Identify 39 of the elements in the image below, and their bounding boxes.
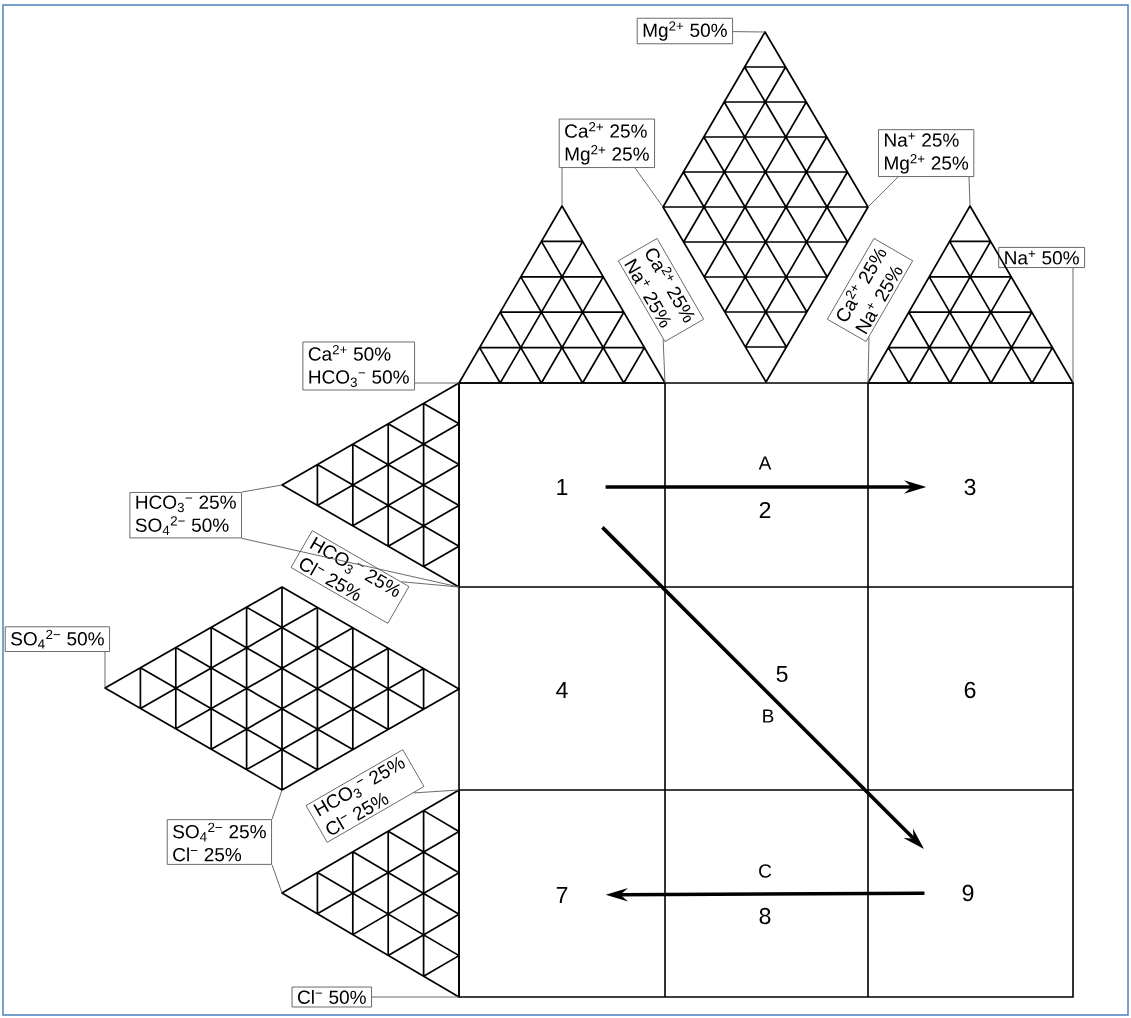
cell-number: 8 [759, 907, 771, 925]
label-box: SO$_{4}$$^{2−}$ 25% Cl$^{−}$ 25% [166, 819, 272, 865]
label-box: SO$_{4}$$^{2−}$ 50% [4, 626, 110, 652]
label-box: Mg$^{2+}$ 50% [636, 17, 733, 45]
rotated-label-box: HCO$_{3}$$^{−}$ 25% Cl$^{−}$ 25% [305, 749, 425, 843]
edge-label: A [757, 455, 773, 471]
leader-line [271, 864, 283, 894]
leader-line [867, 176, 899, 208]
edge-label: B [760, 708, 776, 724]
leader-line [241, 484, 283, 493]
cell-number: 3 [964, 478, 976, 496]
label-box: Cl$^{−}$ 50% [291, 986, 372, 1008]
leader-line [662, 338, 666, 384]
label-box: Ca$^{2+}$ 50% HCO$_{3}$$^{−}$ 50% [302, 341, 415, 391]
leader-line [104, 651, 106, 689]
leader-line [414, 382, 460, 384]
leader-line [732, 31, 766, 33]
leader-line [968, 176, 971, 207]
cell-number: 2 [759, 502, 771, 519]
cell-number: 9 [962, 884, 974, 902]
leader-line [634, 167, 664, 208]
rotated-label-box: HCO$_{3}$$^{−}$ 25% Cl$^{−}$ 25% [290, 530, 410, 624]
label-box: HCO$_{3}$$^{−}$ 25% SO$_{4}$$^{2−}$ 50% [129, 492, 242, 539]
label-box: Na$^{+}$ 50% [998, 246, 1085, 268]
cell-number: 5 [776, 666, 788, 683]
leader-line [561, 167, 563, 207]
leader-line [867, 336, 870, 384]
label-box: Na$^{+}$ 25% Mg$^{2+}$ 25% [878, 129, 975, 177]
cell-number: 1 [557, 479, 568, 495]
cell-number: 7 [556, 887, 568, 903]
edge-label: C [757, 863, 773, 879]
leader-line [371, 996, 460, 998]
leader-line [413, 789, 460, 794]
cell-number: 4 [556, 682, 568, 698]
leader-line [271, 789, 283, 820]
cell-number: 6 [964, 681, 976, 699]
leader-line [401, 581, 460, 588]
leader-line [1072, 267, 1074, 384]
label-box: Ca$^{2+}$ 25% Mg$^{2+}$ 25% [558, 118, 655, 168]
